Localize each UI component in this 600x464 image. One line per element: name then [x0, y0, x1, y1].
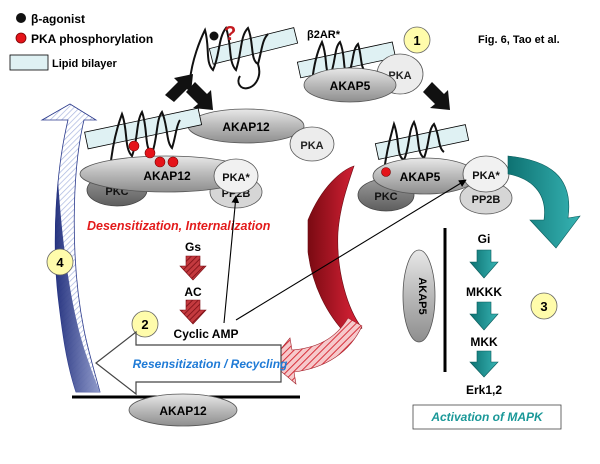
- top-receptor-unbound: ?: [189, 23, 299, 90]
- resensitization-arrow: [95, 330, 282, 396]
- pathway-erk: Erk1,2: [466, 383, 502, 397]
- arrow-down-middle: [186, 82, 213, 110]
- arrow-down-right: [423, 82, 450, 110]
- legend-agonist-label: β-agonist: [31, 12, 85, 26]
- camp-to-pka-right: [235, 179, 467, 321]
- gs-to-ac-arrow: [179, 255, 207, 281]
- pka-active-left: [213, 158, 259, 194]
- phospho-site-3: [154, 156, 166, 168]
- pathway-gs: Gs: [185, 240, 201, 254]
- pathway-mkk: MKK: [470, 335, 498, 349]
- akap5-vertical-label: AKAP5: [416, 277, 428, 314]
- desensitization-caption: Desensitization, Internalization: [87, 219, 271, 233]
- pathway-gi: Gi: [478, 232, 491, 246]
- lipid-legend-swatch: [9, 54, 49, 71]
- akap12-floating-label: AKAP12: [222, 120, 270, 134]
- step-2-badge: [131, 310, 159, 338]
- phospho-site-4: [167, 156, 179, 168]
- pathway-camp: Cyclic AMP: [174, 327, 239, 341]
- akap5-top-right-label: AKAP5: [330, 79, 371, 93]
- figure-label: Fig. 6, Tao et al.: [478, 34, 560, 46]
- phospho-legend-dot: [15, 32, 27, 44]
- agonist-legend-dot: [16, 13, 26, 23]
- receptor-helices-left: [109, 109, 181, 171]
- red-sweep-arrow: [307, 165, 363, 337]
- gi-to-mkkk-arrow: [469, 249, 499, 279]
- legend-lipid-label: Lipid bilayer: [52, 58, 118, 70]
- pka-floating: [289, 126, 335, 162]
- arrow-up-left: [165, 74, 193, 102]
- akap5-right-label: AKAP5: [400, 170, 441, 184]
- question-mark: ?: [224, 23, 236, 45]
- pka-top-right-label: PKA: [388, 70, 411, 82]
- mapk-caption-box: [412, 404, 562, 430]
- resensitization-caption: Resensitization / Recycling: [133, 357, 288, 371]
- teal-curved-arrow: [507, 155, 581, 249]
- receptor-label: β2AR*: [307, 29, 341, 41]
- receptor-tail: [237, 63, 261, 90]
- legend-phospho-label: PKA phosphorylation: [31, 32, 153, 46]
- akap12-left-label: AKAP12: [143, 169, 191, 183]
- pp2b-right-label: PP2B: [472, 194, 501, 206]
- pathway-mkkk: MKKK: [466, 285, 502, 299]
- pkc-right-label: PKC: [374, 191, 397, 203]
- phospho-site-1: [128, 140, 140, 152]
- mapk-caption: Activation of MAPK: [430, 410, 544, 424]
- red-hatched-arrow: [269, 317, 363, 385]
- left-complex: PKC PP2B AKAP12 PKA*: [79, 107, 263, 209]
- step-2-number: 2: [141, 317, 148, 332]
- pka-active-right-label: PKA*: [472, 170, 500, 182]
- right-complex: PKC PP2B AKAP5 PKA*: [357, 119, 513, 215]
- step-1-badge: [403, 26, 431, 54]
- step-3-badge: [530, 292, 558, 320]
- akap5-vertical: [402, 249, 436, 343]
- akap5-top-right: [303, 67, 397, 103]
- receptor-helices-right: [383, 119, 445, 173]
- receptor-helices: [189, 25, 269, 81]
- pka-floating-label: PKA: [300, 140, 323, 152]
- agonist-ligand: [209, 31, 219, 41]
- step-1-number: 1: [413, 33, 420, 48]
- pathway-ac: AC: [184, 285, 202, 299]
- navy-curved-arrow-shade: [55, 180, 100, 392]
- receptor-helices-top-right: [311, 39, 367, 83]
- camp-to-pka-left: [223, 195, 240, 324]
- pka-active-left-label: PKA*: [222, 172, 250, 184]
- step-3-number: 3: [540, 299, 547, 314]
- phospho-site-right: [381, 167, 391, 177]
- mkkk-to-mkk-arrow: [469, 301, 499, 331]
- top-right-complex: β2AR* PKA AKAP5: [296, 29, 424, 103]
- phospho-site-2: [144, 147, 156, 159]
- step-4-badge: [46, 248, 74, 276]
- akap12-bottom-label: AKAP12: [159, 404, 207, 418]
- step-4-number: 4: [56, 255, 64, 270]
- ac-to-camp-arrow: [179, 299, 207, 325]
- akap12-bottom: [128, 393, 238, 427]
- mkk-to-erk-arrow: [469, 350, 499, 378]
